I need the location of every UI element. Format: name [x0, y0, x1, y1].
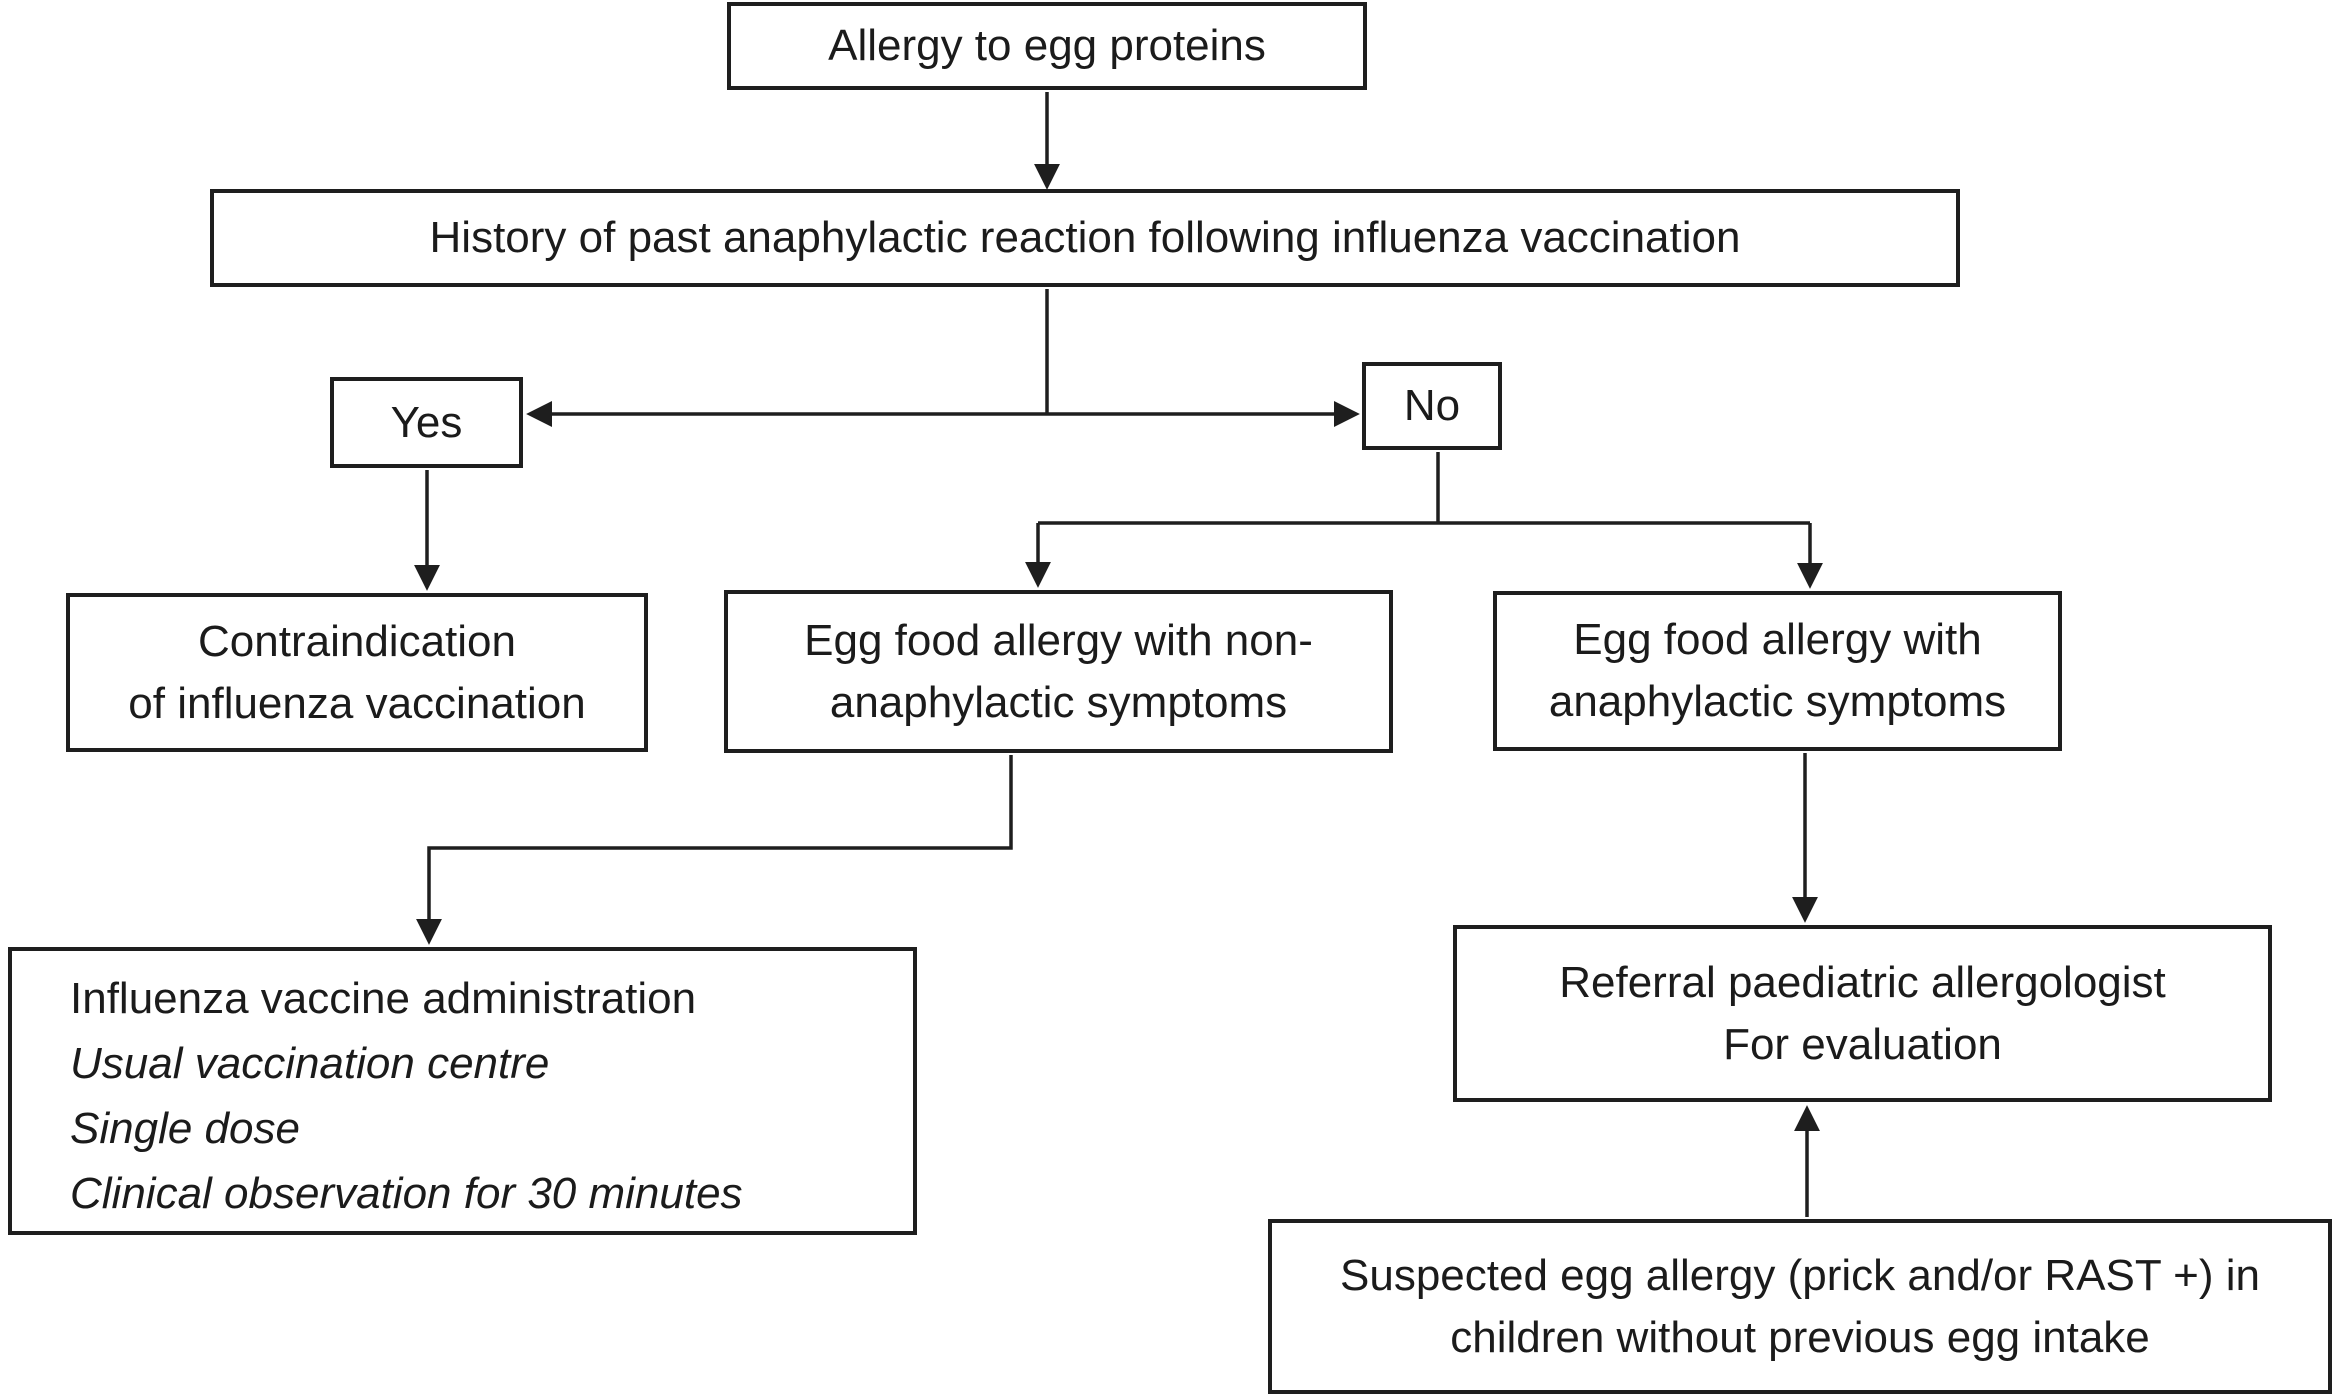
node-allergy: Allergy to egg proteins [727, 2, 1367, 90]
node-allergy-label: Allergy to egg proteins [828, 21, 1266, 70]
node-contraindication: Contraindication of influenza vaccinatio… [66, 593, 648, 752]
node-referral-line-2: For evaluation [1723, 1019, 2002, 1069]
node-history-label: History of past anaphylactic reaction fo… [429, 213, 1741, 262]
node-suspected-egg-allergy: Suspected egg allergy (prick and/or RAST… [1268, 1219, 2332, 1394]
node-non-anaphylactic-line-2: anaphylactic symptoms [829, 677, 1288, 727]
node-non-anaphylactic-line-1: Egg food allergy with non- [804, 615, 1313, 665]
connector-non-anaphylactic-to-administration-arrow [416, 755, 1013, 945]
node-egg-allergy-anaphylactic: Egg food allergy with anaphylactic sympt… [1493, 591, 2062, 751]
node-administration-detail-3: Clinical observation for 30 minutes [70, 1169, 743, 1218]
node-contraindication-line-2: of influenza vaccination [128, 678, 586, 728]
node-administration-detail-2: Single dose [70, 1104, 300, 1153]
node-no: No [1362, 362, 1502, 450]
node-history: History of past anaphylactic reaction fo… [210, 189, 1960, 287]
node-yes: Yes [330, 377, 523, 468]
node-contraindication-line-1: Contraindication [198, 616, 516, 666]
node-anaphylactic-line-1: Egg food allergy with [1573, 615, 1982, 664]
node-no-label: No [1403, 381, 1461, 430]
node-administration-detail-1: Usual vaccination centre [70, 1039, 550, 1088]
node-vaccine-administration: Influenza vaccine administration Usual v… [8, 947, 917, 1235]
node-egg-allergy-non-anaphylactic: Egg food allergy with non- anaphylactic … [724, 590, 1393, 753]
node-suspected-line-1: Suspected egg allergy (prick and/or RAST… [1340, 1250, 2260, 1300]
node-suspected-line-2: children without previous egg intake [1450, 1312, 2150, 1362]
node-administration-title: Influenza vaccine administration [70, 974, 697, 1023]
node-referral-line-1: Referral paediatric allergologist [1559, 957, 2166, 1007]
node-anaphylactic-line-2: anaphylactic symptoms [1548, 677, 2007, 726]
node-referral-allergologist: Referral paediatric allergologist For ev… [1453, 925, 2272, 1102]
node-yes-label: Yes [390, 397, 463, 447]
